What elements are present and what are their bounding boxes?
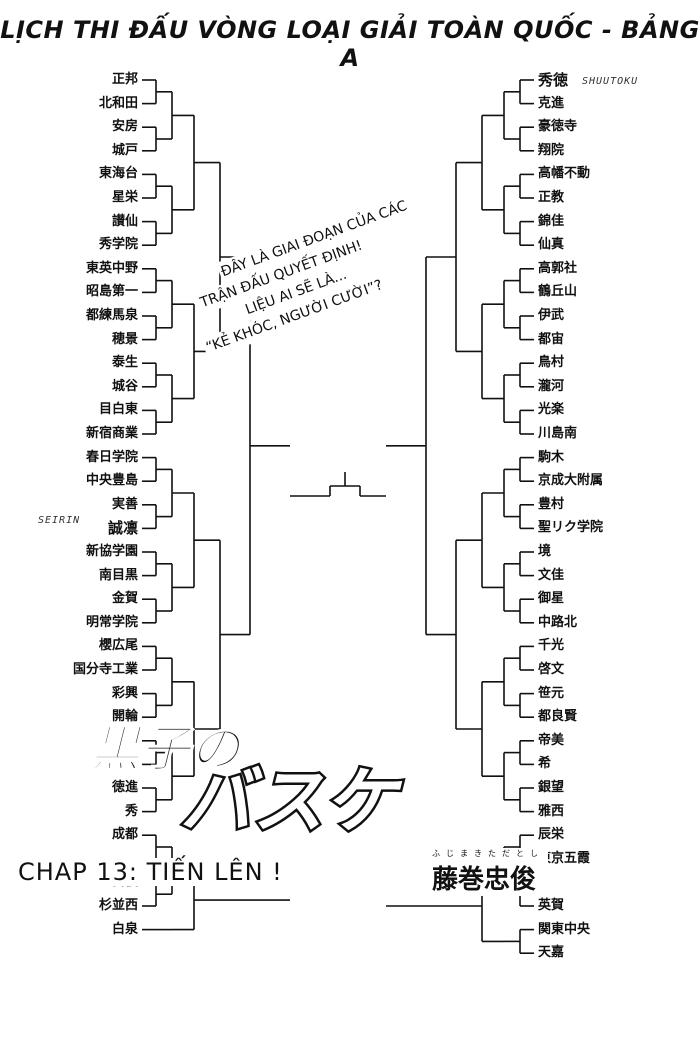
seirin-label: SEIRIN (38, 515, 81, 526)
right-team: 克進 (538, 95, 565, 111)
right-team: 高郭社 (538, 260, 578, 276)
left-team: 杉並西 (98, 898, 138, 913)
right-team: 川島南 (538, 426, 578, 441)
right-team: 希 (538, 756, 552, 772)
left-team: 昭島第一 (85, 284, 138, 300)
right-team: 高幡不動 (538, 166, 591, 182)
right-team: 中路北 (538, 614, 578, 630)
left-team: 新宿商業 (85, 426, 138, 441)
right-team: 境 (538, 544, 552, 559)
right-team: 錦佳 (538, 213, 565, 229)
right-team: 京成大附属 (538, 473, 604, 489)
left-team: 誠凛 (107, 519, 138, 538)
left-team: 成都 (111, 827, 138, 843)
left-team: 秀学院 (98, 237, 138, 253)
shutoku-label: SHUUTOKU (582, 76, 639, 87)
left-team: 白泉 (111, 921, 138, 937)
left-team: 正邦 (111, 72, 138, 87)
right-team: 瀧河 (538, 378, 565, 394)
left-team: 新協学園 (85, 544, 138, 559)
right-team: 天嘉 (538, 945, 565, 961)
left-team: 櫻広尾 (98, 638, 138, 654)
right-team: 正教 (538, 190, 565, 205)
left-team: 開輪 (111, 709, 138, 725)
right-team: 辰栄 (538, 827, 565, 843)
right-team: 駒木 (538, 449, 565, 465)
right-team: 関東中央 (538, 921, 591, 937)
left-team: 秀 (124, 803, 138, 819)
left-team: 東英中野 (85, 260, 138, 276)
left-team: 中央豊島 (85, 473, 138, 489)
right-team: 文佳 (538, 567, 565, 583)
left-team: 徳進 (111, 780, 138, 795)
right-team: 御星 (538, 591, 565, 607)
series-logo: 黒子の バスケ (89, 718, 405, 838)
right-team: 千光 (538, 638, 565, 654)
right-team: 帝美 (538, 732, 565, 748)
left-team: 都練馬泉 (85, 308, 138, 323)
right-team: 英賀 (538, 898, 565, 913)
right-team: 聖リク学院 (538, 520, 604, 536)
left-team: 讃仙 (111, 213, 138, 229)
left-team: 金賀 (111, 591, 138, 607)
author-ruby: ふじまきただとし (432, 849, 544, 858)
left-team: 城戸 (111, 142, 138, 158)
left-team: 実善 (111, 496, 138, 512)
left-team: 泰生 (111, 355, 138, 371)
left-team: 東海台 (98, 166, 138, 182)
right-team: 秀徳 (538, 71, 569, 89)
right-team: 都宙 (538, 331, 565, 347)
author-credit: ふじまきただとし 藤巻忠俊 (428, 848, 548, 896)
chapter-title: CHAP 13: TIẾN LÊN ! (14, 858, 287, 886)
right-team: 伊武 (538, 308, 565, 323)
right-team: 翔院 (538, 142, 565, 158)
left-team: 星栄 (111, 190, 138, 205)
right-team: 仙真 (538, 237, 565, 253)
left-team: 安房 (111, 119, 138, 135)
right-team: 都良賢 (538, 709, 578, 725)
right-team: 鳥村 (538, 355, 565, 371)
author-name: 藤巻忠俊 (432, 865, 537, 895)
right-team: 東京五霞 (538, 850, 591, 866)
left-team: 明常学院 (85, 614, 138, 630)
left-team: 春日学院 (85, 449, 138, 465)
page-title: LỊCH THI ĐẤU VÒNG LOẠI GIẢI TOÀN QUỐC - … (0, 16, 700, 72)
right-team: 啓文 (538, 662, 565, 677)
left-team: 彩興 (111, 685, 138, 701)
right-team: 豪徳寺 (538, 119, 578, 135)
left-team: 城谷 (111, 378, 138, 394)
left-team: 北和田 (98, 95, 138, 111)
right-team: 雅西 (538, 803, 565, 819)
left-team: 南目黒 (98, 567, 138, 583)
right-team: 鶴丘山 (538, 284, 578, 300)
left-team: 国分寺工業 (72, 662, 138, 677)
logo-line1: 黒子の (90, 719, 243, 778)
left-team: 穂景 (111, 331, 138, 347)
right-team: 豊村 (538, 496, 565, 512)
right-team: 光楽 (538, 402, 565, 418)
right-team: 笹元 (538, 685, 565, 701)
left-team: 目白東 (98, 402, 138, 418)
right-team: 銀望 (538, 780, 565, 795)
logo-line2: バスケ (180, 759, 403, 838)
